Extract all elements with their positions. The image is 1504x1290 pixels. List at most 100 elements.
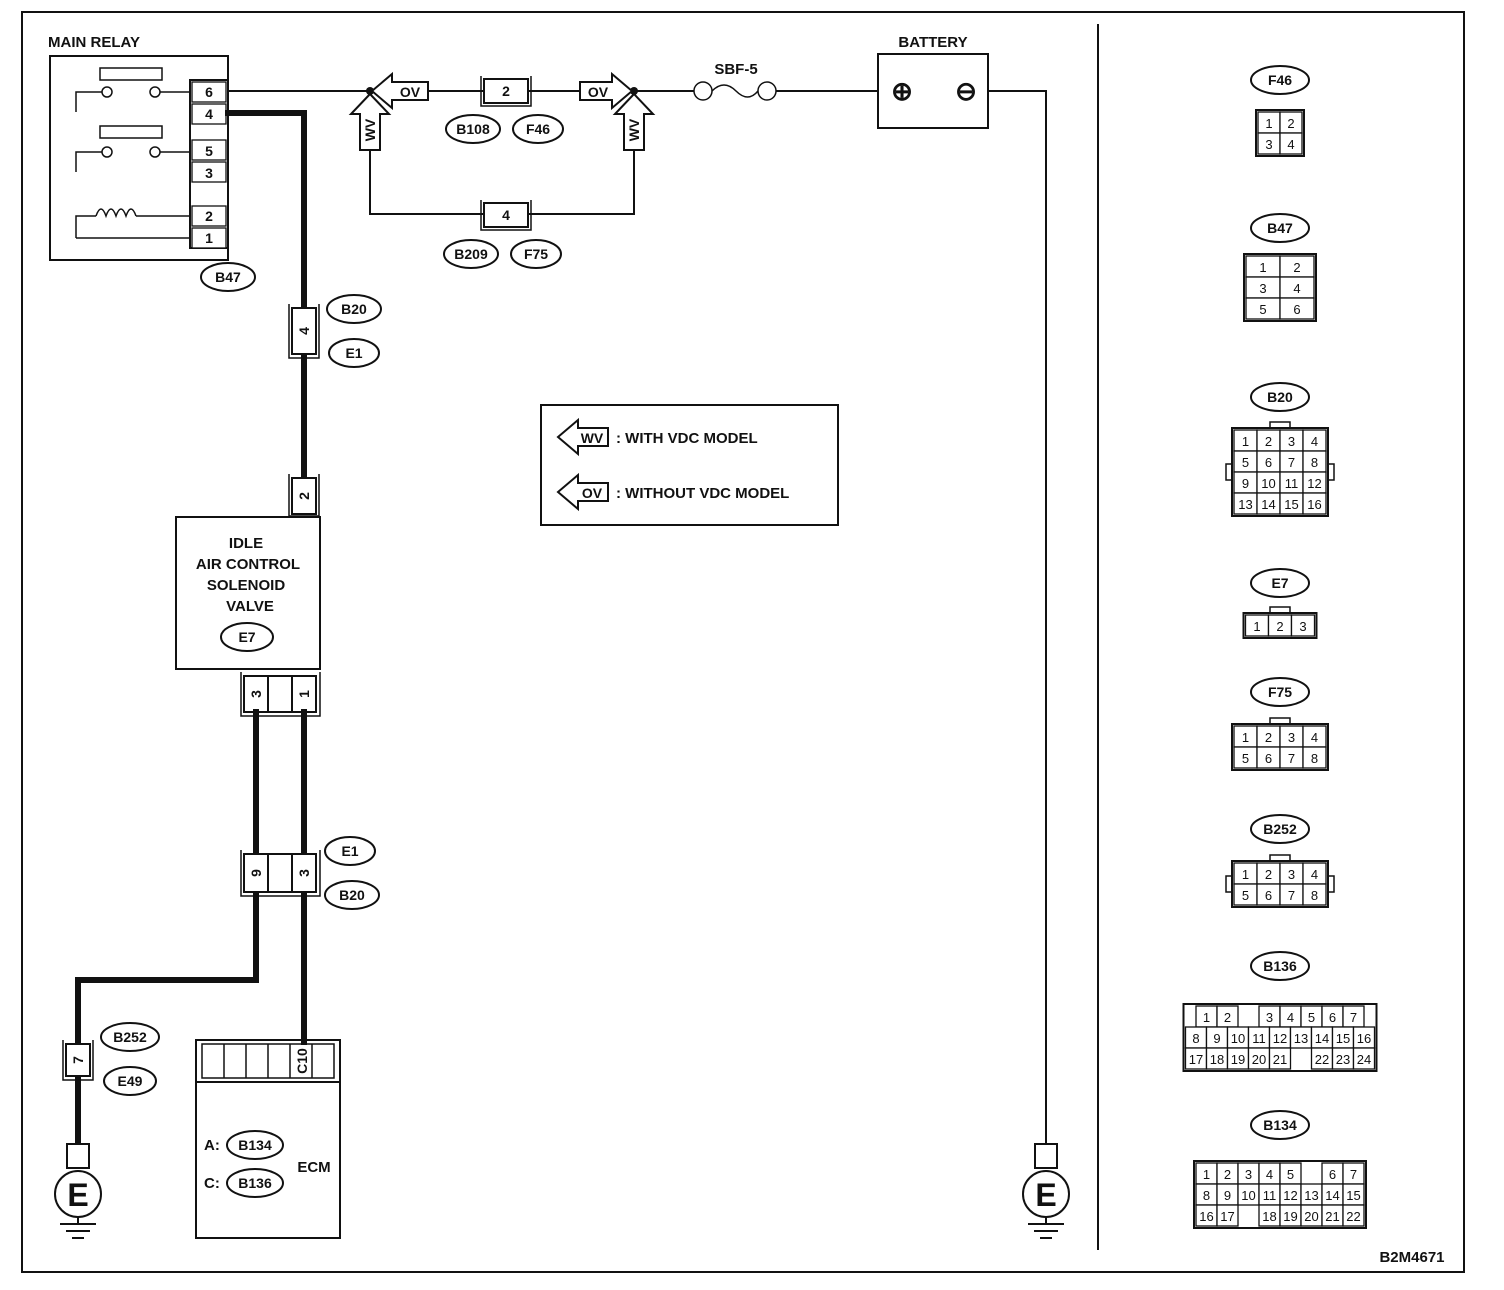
valve-top-pin: 2 <box>296 492 312 500</box>
connector-face-pin: 9 <box>1242 476 1249 491</box>
connector-face-pin: 18 <box>1262 1209 1276 1224</box>
connector-badge <box>100 1022 160 1052</box>
ground-symbol-left: E <box>54 1143 102 1239</box>
connector-code: E49 <box>118 1073 143 1089</box>
connector-face-pin: 8 <box>1203 1188 1210 1203</box>
connector-face-pin: 2 <box>1224 1167 1231 1182</box>
connector-face-pin: 3 <box>1288 730 1295 745</box>
relay-pin: 5 <box>205 143 213 159</box>
connector-face-pin: 15 <box>1284 497 1298 512</box>
connector-code: B252 <box>113 1029 147 1045</box>
connector-face-badge <box>1250 568 1310 598</box>
connector-face-ear <box>1225 875 1233 893</box>
connector-face-badge <box>1250 382 1310 412</box>
valve-label-line: IDLE <box>229 535 263 552</box>
inline-connector-b252-e49: 7 <box>62 1040 94 1081</box>
connector-face-pin: 10 <box>1261 476 1275 491</box>
connector-face-pin: 5 <box>1242 455 1249 470</box>
connector-face-badge <box>1250 951 1310 981</box>
svg-text:4: 4 <box>502 207 510 223</box>
connector-face-pin: 20 <box>1304 1209 1318 1224</box>
connector-face-pin: 12 <box>1307 476 1321 491</box>
connector-face-pin: 3 <box>1299 619 1306 634</box>
connector-face-pin: 3 <box>1265 137 1272 152</box>
connector-code: B20 <box>341 301 367 317</box>
connector-face-latch <box>1269 606 1291 614</box>
connector-face-pin: 2 <box>1293 260 1300 275</box>
idle-air-control-solenoid-valve: 2 IDLE AIR CONTROL SOLENOID VALVE E7 3 1 <box>175 474 321 717</box>
connector-code: B108 <box>456 121 490 137</box>
connector-face-pin: 8 <box>1311 455 1318 470</box>
power-circuit: OV OV WV WV 2 B108 F46 4 <box>228 34 1047 1146</box>
relay-pin: 4 <box>205 106 213 122</box>
connector-face-pin: 7 <box>1288 751 1295 766</box>
connector-face-ear <box>1225 463 1233 481</box>
connector-face-pin: 22 <box>1346 1209 1360 1224</box>
connector-face-pin: 13 <box>1294 1031 1308 1046</box>
connector-code: F46 <box>526 121 550 137</box>
connector-face-cell <box>1279 297 1315 320</box>
connector-face-latch <box>1269 854 1291 862</box>
connector-face-pin: 15 <box>1346 1188 1360 1203</box>
connector-face-pin: 6 <box>1293 302 1300 317</box>
connector-face-pin: 3 <box>1288 434 1295 449</box>
connector-face-name: F46 <box>1268 72 1292 88</box>
connector-face-pin: 11 <box>1252 1031 1266 1046</box>
connector-face-cell <box>1279 132 1303 155</box>
connector-face-pin: 17 <box>1220 1209 1234 1224</box>
connector-face-badge <box>1250 814 1310 844</box>
connector-face-pin: 6 <box>1329 1010 1336 1025</box>
legend: WV : WITH VDC MODEL OV : WITHOUT VDC MOD… <box>540 404 839 526</box>
connector-face-name: B252 <box>1263 821 1297 837</box>
svg-text:4: 4 <box>296 327 312 335</box>
connector-code: B20 <box>339 887 365 903</box>
connector-face-latch <box>1269 717 1291 725</box>
connector-face-pin: 8 <box>1192 1031 1199 1046</box>
ecm-title: ECM <box>297 1159 330 1176</box>
connector-face-pin: 1 <box>1253 619 1260 634</box>
connector-face-pin: 6 <box>1329 1167 1336 1182</box>
svg-text:OV: OV <box>400 84 421 100</box>
connector-face-pin: 19 <box>1283 1209 1297 1224</box>
connector-face-pin: 17 <box>1189 1052 1203 1067</box>
legend-wv-text: : WITH VDC MODEL <box>616 430 758 447</box>
connector-face-name: B47 <box>1267 220 1293 236</box>
connector-face-name: B136 <box>1263 958 1297 974</box>
connector-face-pin: 2 <box>1265 867 1272 882</box>
connector-badge <box>324 880 380 910</box>
main-relay: MAIN RELAY 6 4 5 3 2 1 B47 <box>48 34 256 292</box>
valve-pin: 3 <box>248 690 264 698</box>
wire-junction <box>630 87 638 95</box>
connector-face-name: B134 <box>1263 1117 1297 1133</box>
svg-text:3: 3 <box>296 869 312 877</box>
connector-face-cell <box>1302 492 1327 515</box>
ecm-a-code: B134 <box>238 1137 272 1153</box>
connector-badge <box>103 1066 157 1096</box>
connector-code: E1 <box>345 345 362 361</box>
connector-face-pin: 12 <box>1283 1188 1297 1203</box>
connector-face-pin: 16 <box>1307 497 1321 512</box>
relay-pin: 6 <box>205 84 213 100</box>
connector-face-pin: 10 <box>1241 1188 1255 1203</box>
connector-face-badge <box>1250 677 1310 707</box>
ground-label: E <box>67 1177 88 1213</box>
svg-text:OV: OV <box>588 84 609 100</box>
connector-face-cell <box>1342 1204 1365 1227</box>
connector-face-pin: 7 <box>1350 1010 1357 1025</box>
connector-face-pin: 12 <box>1273 1031 1287 1046</box>
connector-face-body <box>1182 1003 1378 1072</box>
connector-face-pin: 1 <box>1242 867 1249 882</box>
legend-ov-entry: OV : WITHOUT VDC MODEL <box>556 472 789 512</box>
connector-face-ear <box>1327 875 1335 893</box>
inline-connector-b209-f75: 4 <box>480 200 532 231</box>
battery-plus-terminal: ⊕ <box>891 76 913 106</box>
ground-symbol-right: E <box>1022 1143 1070 1239</box>
valve-output-wires: 9 3 E1 B20 7 B252 E49 <box>62 709 380 1149</box>
connector-face-pin: 14 <box>1325 1188 1339 1203</box>
inline-connector-b20-e1: 4 <box>288 304 320 359</box>
inline-connector-b108-f46: 2 <box>480 76 532 107</box>
relay-pin: 2 <box>205 208 213 224</box>
